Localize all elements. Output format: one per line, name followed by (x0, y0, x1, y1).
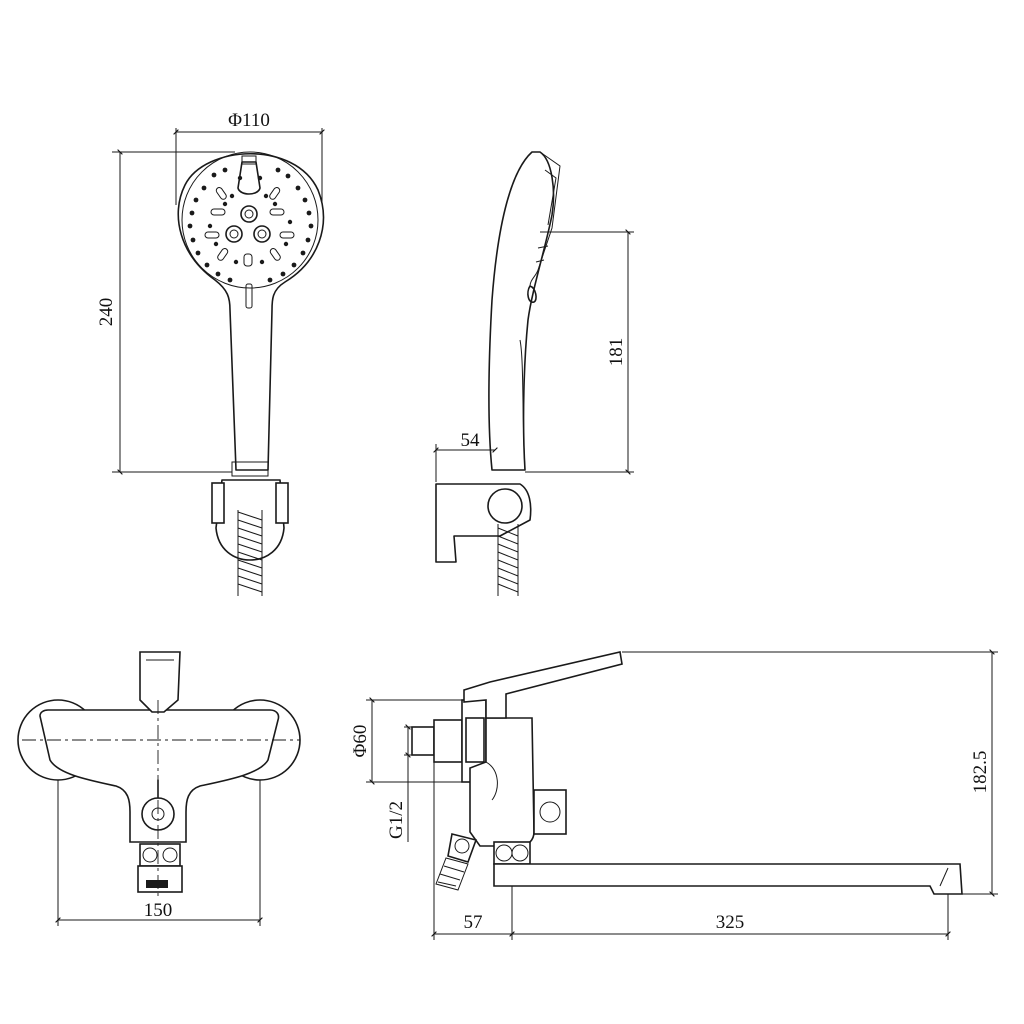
dim-eccentric-diameter: Φ60 (350, 725, 371, 758)
dim-mixer-width: 150 (144, 900, 173, 921)
dim-spout-length: 325 (716, 912, 745, 933)
dim-thread: G1/2 (386, 801, 407, 839)
dim-side-height: 181 (606, 338, 627, 367)
handshower-side-view: 54 181 (433, 151, 634, 596)
mixer-front-view: 150 (17, 651, 301, 926)
dim-side-depth: 54 (461, 430, 481, 451)
dim-handshower-length: 240 (96, 298, 117, 327)
dim-head-diameter: Φ110 (228, 110, 270, 131)
mixer-side-view: Φ60 G1/2 57 325 182.5 (350, 649, 998, 940)
dim-mixer-height: 182.5 (970, 751, 991, 794)
handshower-front-view: Φ110 240 (96, 110, 325, 596)
dim-wall-offset: 57 (464, 912, 483, 933)
